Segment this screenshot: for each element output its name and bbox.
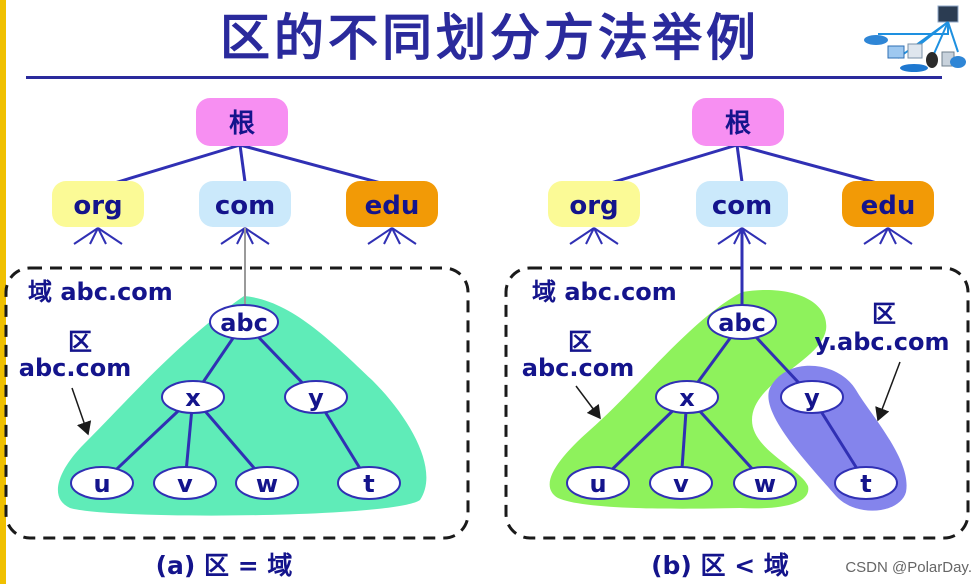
panel-b-root-connectors [593,143,889,190]
title-underline [26,76,942,79]
panel-a-root-connectors [97,143,393,190]
panel-b-node-v-label: v [673,470,689,498]
panel-a-zone-label-line2: abc.com [19,354,131,382]
panel-b-edu-label: edu [861,191,916,221]
panel-a-node-abc [209,304,279,340]
panel-b-zone2-pointer-arrow [875,361,901,422]
panel-b-node-u-label: u [589,470,606,498]
panel-a-node-y [284,380,348,414]
panel-b: 根 org com edu [504,98,970,580]
panel-b-node-t-label: t [860,470,871,498]
panel-b-org-node [548,181,640,227]
panel-a-caption: (a) 区 = 域 [156,551,293,580]
panel-a-org-node [52,181,144,227]
panel-a-node-x [161,380,225,414]
panel-a: 根 org com edu [4,98,470,580]
panel-b-node-x [655,380,719,414]
panel-b-node-w [733,466,797,500]
panel-b-node-v [649,466,713,500]
panel-a-node-w-label: w [256,470,278,498]
panel-a-tree-nodes: abc x y u v w t [70,304,401,500]
panel-b-zone-label-line2: abc.com [522,354,634,382]
panel-a-node-t [337,466,401,500]
panel-b-node-x-label: x [679,384,695,412]
csdn-watermark: CSDN @PolarDay. [845,559,972,576]
panel-a-node-u-label: u [93,470,110,498]
panel-a-node-v-label: v [177,470,193,498]
panel-b-node-u [566,466,630,500]
panel-a-node-y-label: y [308,384,324,412]
panel-a-edu-node [346,181,438,227]
panel-b-node-abc [707,304,777,340]
panel-a-domain-boundary [4,266,470,540]
panel-a-node-u [70,466,134,500]
panel-a-domain-label: 域 abc.com [28,278,173,306]
slide-title: 区的不同划分方法举例 [220,9,760,67]
panel-a-root-node [196,98,288,146]
panel-b-zone2-label-line1: 区 [872,300,896,328]
panel-a-edu-label: edu [365,191,420,221]
panel-a-zone-label-line1: 区 [68,328,92,356]
panel-b-domain-boundary [504,266,970,540]
panel-b-zone-pointer-arrow [575,385,601,420]
panel-b-com-node [696,181,788,227]
panel-a-node-abc-label: abc [220,309,268,337]
panel-b-root-label: 根 [725,109,751,139]
panel-a-com-label: com [215,191,275,221]
panel-b-node-y [780,380,844,414]
panel-a-node-x-label: x [185,384,201,412]
panel-b-node-y-label: y [804,384,820,412]
panel-a-zone-shape [57,296,427,516]
panel-b-node-w-label: w [754,470,776,498]
panel-b-node-abc-label: abc [718,309,766,337]
panel-b-zone-label-line1: 区 [568,328,592,356]
panel-b-root-node [692,98,784,146]
panel-a-zone-pointer-arrow [71,387,92,436]
panel-b-zone2-label-line2: y.abc.com [815,328,950,356]
panel-a-node-w [235,466,299,500]
panel-b-tree-nodes: abc x y u v w t [566,304,898,500]
panel-a-subtree-stubs [73,227,417,245]
panel-a-org-label: org [73,191,122,221]
panel-b-node-t [834,466,898,500]
panel-a-node-t-label: t [363,470,374,498]
panel-a-node-v [153,466,217,500]
panel-b-com-label: com [712,191,772,221]
panel-b-domain-label: 域 abc.com [532,278,677,306]
slide-left-accent-bar [0,0,6,584]
panel-b-subtree-stubs [569,227,913,245]
panel-a-com-node [199,181,291,227]
network-logo-icon [864,5,966,72]
panel-b-org-label: org [569,191,618,221]
panel-a-root-label: 根 [229,109,255,139]
panel-b-edu-node [842,181,934,227]
panel-b-caption: (b) 区 < 域 [651,551,789,580]
